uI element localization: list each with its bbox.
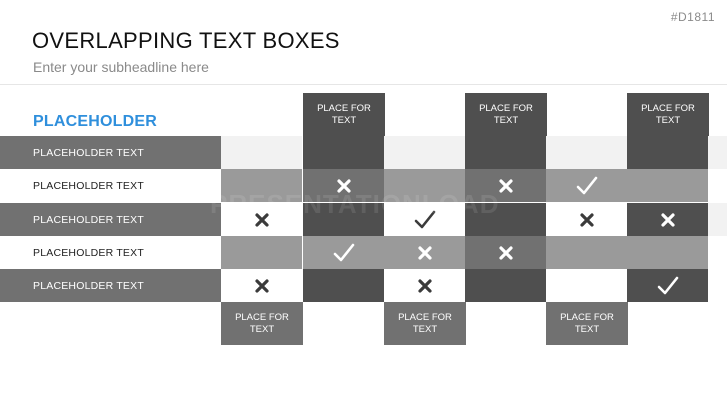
check-icon [576,176,597,194]
grid-cell [303,236,384,269]
cross-icon [254,278,269,293]
cross-icon [417,278,432,293]
grid-cell [465,203,546,236]
row-label: PLACEHOLDER TEXT [0,236,221,269]
top-column-tab: PLACE FOR TEXT [303,93,385,136]
grid-cell [546,269,627,302]
grid-cell [303,269,384,302]
grid-cell [221,136,302,169]
top-column-tab: PLACE FOR TEXT [627,93,709,136]
bottom-column-tab: PLACE FOR TEXT [546,302,628,345]
cross-icon [336,178,351,193]
grid-cell [465,136,546,169]
check-icon [414,210,435,228]
cross-icon [417,245,432,260]
grid-cell [384,236,465,269]
grid-cell [627,203,708,236]
grid-cell [384,203,465,236]
grid-cell [465,169,546,202]
top-column-tab: PLACE FOR TEXT [465,93,547,136]
grid-cell [384,169,465,202]
check-icon [333,243,354,261]
grid-cell [221,203,302,236]
grid-cell [221,236,302,269]
cross-icon [498,178,513,193]
grid-cell [627,236,708,269]
row-label: PLACEHOLDER TEXT [0,169,221,202]
check-icon [657,276,678,294]
grid-cell [546,169,627,202]
grid-cell [627,169,708,202]
grid-cell [546,203,627,236]
grid-cell [303,136,384,169]
row-label: PLACEHOLDER TEXT [0,203,221,236]
grid-cell [221,169,302,202]
row-band-extension [708,269,727,302]
grid-cell [384,136,465,169]
grid-cell [546,136,627,169]
row-band-extension [708,136,727,169]
bottom-column-tab: PLACE FOR TEXT [384,302,466,345]
grid-cell [303,203,384,236]
grid-cell [303,169,384,202]
bottom-column-tab: PLACE FOR TEXT [221,302,303,345]
grid-cell [546,236,627,269]
grid-cell [465,236,546,269]
page-title: OVERLAPPING TEXT BOXES [32,28,340,53]
cross-icon [660,212,675,227]
grid-cell [627,136,708,169]
cross-icon [498,245,513,260]
page-subtitle: Enter your subheadline here [33,59,209,75]
grid-cell [465,269,546,302]
cross-icon [254,212,269,227]
row-band-extension [708,203,727,236]
grid-cell [627,269,708,302]
row-label: PLACEHOLDER TEXT [0,136,221,169]
header-divider [0,84,727,85]
row-label: PLACEHOLDER TEXT [0,269,221,302]
grid-cell [384,269,465,302]
slide-id: #D1811 [670,10,715,24]
cross-icon [579,212,594,227]
grid-cell [221,269,302,302]
placeholder-heading: PLACEHOLDER [33,113,157,130]
